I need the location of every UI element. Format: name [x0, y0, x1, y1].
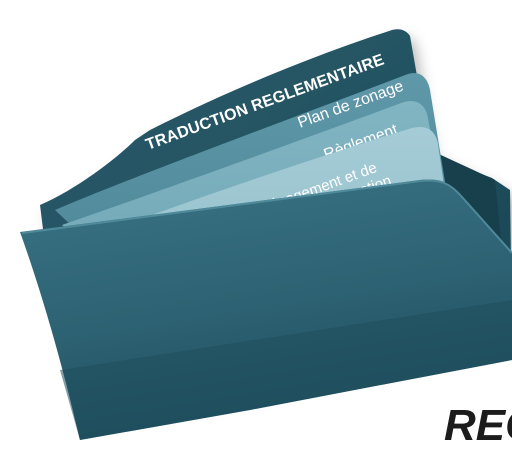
- front-cover-shade: [60, 300, 512, 440]
- front-cover-highlight: [21, 179, 512, 254]
- cut-off-heading: REG: [444, 401, 512, 450]
